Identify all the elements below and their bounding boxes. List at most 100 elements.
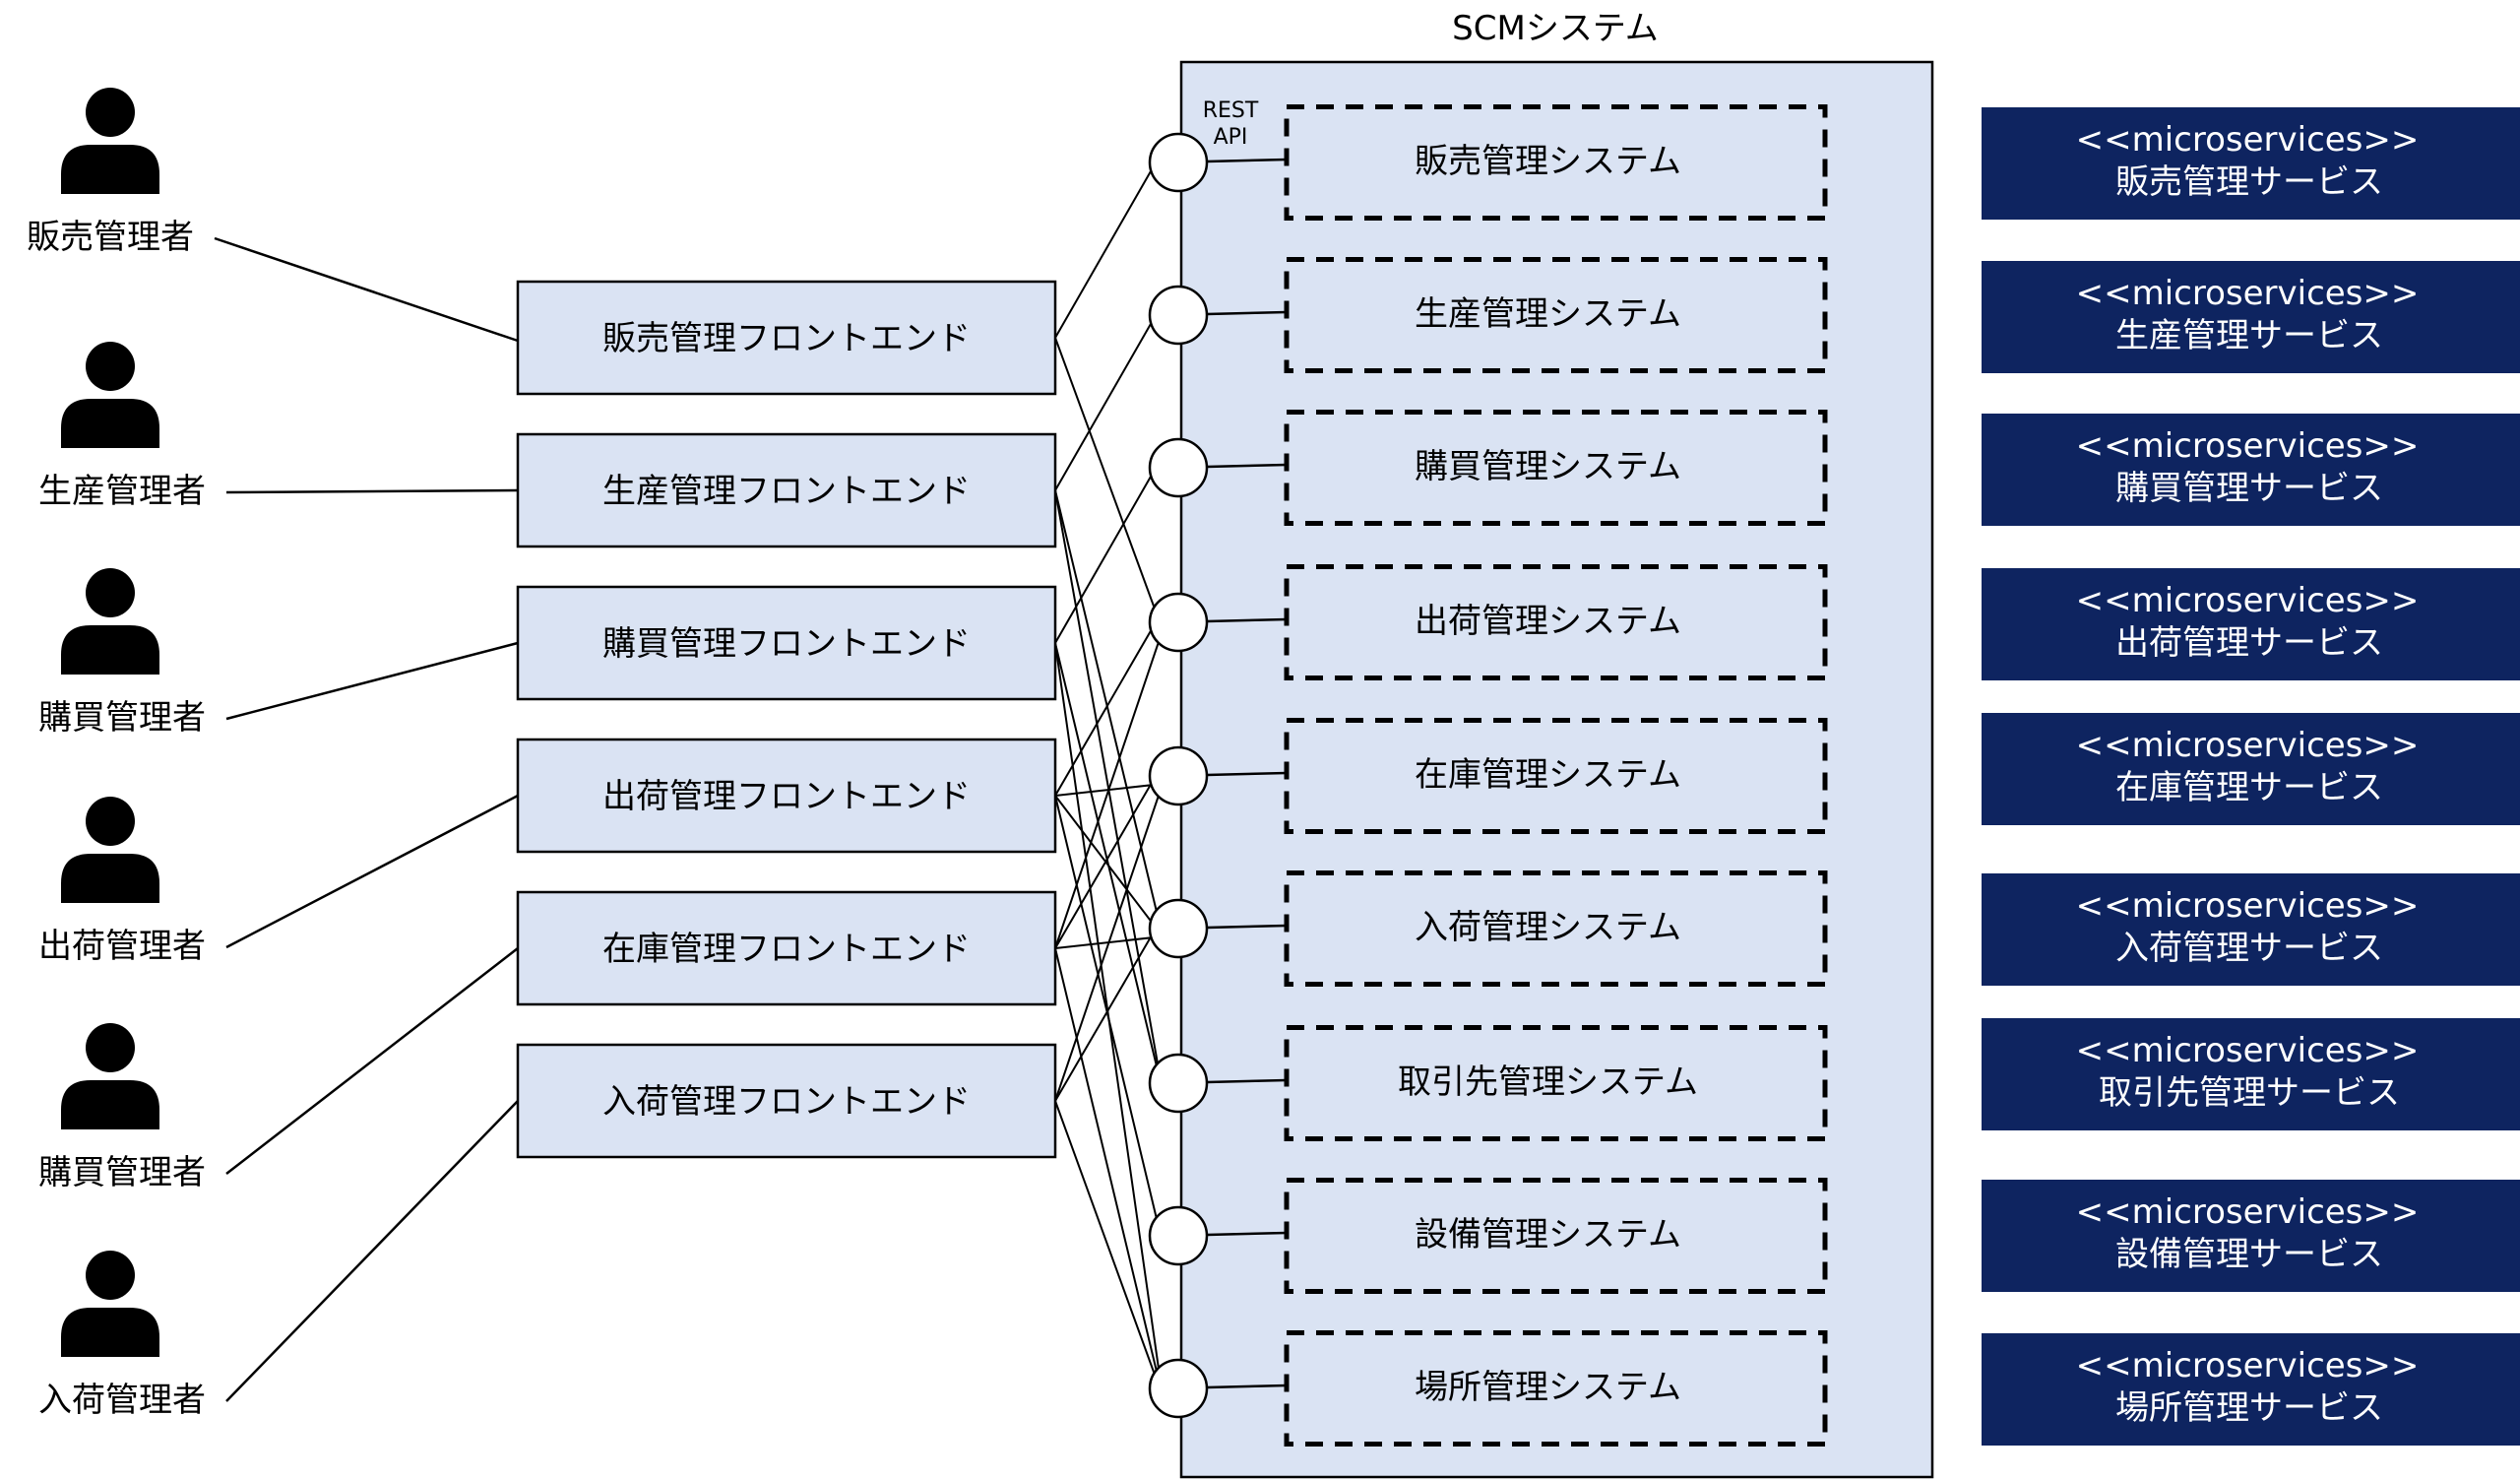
frontend-api-line (1054, 795, 1164, 937)
person-body-icon (61, 145, 159, 194)
service-stereotype: <<microservices>> (2076, 1031, 2420, 1070)
actor-frontend-line (214, 236, 519, 343)
subsystem-label: 生産管理システム (1415, 294, 1681, 334)
frontend-api-line (1054, 629, 1164, 949)
frontend-box (516, 280, 1057, 396)
api-interface-0 (1148, 132, 1288, 193)
service-5: <<microservices>>入荷管理サービス (1982, 873, 2520, 986)
subsystem-label: 場所管理システム (1415, 1368, 1681, 1407)
subsystem-box (1284, 564, 1828, 680)
api-interface-6 (1148, 1053, 1288, 1114)
subsystem-3: 出荷管理システム (1284, 564, 1828, 680)
api-interface-icon (1148, 437, 1209, 498)
person-head-icon (86, 1251, 135, 1300)
service-6: <<microservices>>取引先管理サービス (1982, 1018, 2520, 1130)
frontend-label: 出荷管理フロントエンド (602, 777, 971, 816)
frontend-api-line (1054, 916, 1164, 1102)
subsystem-label: 販売管理システム (1415, 142, 1681, 181)
api-interface-2 (1148, 437, 1288, 498)
subsystem-5: 入荷管理システム (1284, 870, 1828, 987)
api-interfaces (1148, 132, 1288, 1419)
service-box (1982, 1018, 2520, 1130)
frontends: 販売管理フロントエンド生産管理フロントエンド購買管理フロントエンド出荷管理フロン… (516, 280, 1057, 1159)
actor-5: 入荷管理者 (38, 1251, 206, 1420)
subsystem-0: 販売管理システム (1284, 104, 1828, 221)
actor-label: 出荷管理者 (38, 927, 206, 966)
person-body-icon (61, 1308, 159, 1357)
service-name: 設備管理サービス (2115, 1235, 2383, 1274)
subsystem-4: 在庫管理システム (1284, 718, 1828, 834)
frontend-api-line (1054, 763, 1164, 949)
api-interface-1 (1148, 285, 1288, 346)
service-box (1982, 107, 2520, 220)
person-head-icon (86, 342, 135, 391)
person-head-icon (86, 1023, 135, 1072)
subsystem-box (1284, 718, 1828, 834)
person-body-icon (61, 625, 159, 675)
person-body-icon (61, 854, 159, 903)
service-box (1982, 1333, 2520, 1446)
frontend-api-line (1054, 783, 1164, 1102)
actor-label: 購買管理者 (38, 698, 206, 738)
api-connector-line (1206, 1383, 1288, 1389)
actor-frontend-line (225, 794, 519, 949)
frontend-api-line (1054, 302, 1164, 491)
subsystem-2: 購買管理システム (1284, 410, 1828, 526)
api-connector-line (1206, 771, 1288, 777)
frontend-4: 在庫管理フロントエンド (516, 890, 1057, 1006)
api-connector-line (1206, 924, 1288, 930)
service-box (1982, 261, 2520, 373)
service-3: <<microservices>>出荷管理サービス (1982, 568, 2520, 680)
subsystem-7: 設備管理システム (1284, 1178, 1828, 1294)
actor-3: 出荷管理者 (38, 797, 206, 966)
api-connector-line (1206, 463, 1288, 469)
subsystems: 販売管理システム生産管理システム購買管理システム出荷管理システム在庫管理システム… (1284, 104, 1828, 1447)
subsystem-label: 入荷管理システム (1415, 908, 1681, 947)
api-interface-icon (1148, 285, 1209, 346)
api-interface-7 (1148, 1205, 1288, 1266)
frontend-api-line (1054, 947, 1164, 1397)
rest-api-label-line1: REST (1203, 98, 1259, 123)
frontend-api-line (1054, 610, 1164, 797)
service-name: 在庫管理サービス (2115, 768, 2383, 807)
connection-lines (214, 150, 1164, 1402)
actor-2: 購買管理者 (38, 568, 206, 738)
subsystem-8: 場所管理システム (1284, 1330, 1828, 1447)
subsystem-box (1284, 1330, 1828, 1447)
service-name: 販売管理サービス (2115, 162, 2383, 202)
actor-label: 購買管理者 (38, 1153, 206, 1192)
subsystem-label: 在庫管理システム (1415, 755, 1681, 795)
service-stereotype: <<microservices>> (2076, 886, 2420, 926)
person-head-icon (86, 568, 135, 617)
service-box (1982, 713, 2520, 825)
frontend-box (516, 890, 1057, 1006)
service-name: 購買管理サービス (2115, 469, 2383, 508)
actor-label: 販売管理者 (27, 218, 194, 257)
api-connector-line (1206, 1231, 1288, 1237)
frontend-api-line (1054, 455, 1164, 644)
service-stereotype: <<microservices>> (2076, 1192, 2420, 1232)
frontend-0: 販売管理フロントエンド (516, 280, 1057, 396)
actor-4: 購買管理者 (38, 1023, 206, 1192)
api-interface-4 (1148, 745, 1288, 806)
actor-frontend-line (225, 488, 519, 494)
actor-frontend-line (225, 1100, 519, 1402)
service-name: 出荷管理サービス (2115, 623, 2383, 663)
api-interface-icon (1148, 745, 1209, 806)
api-interface-icon (1148, 1053, 1209, 1114)
service-name: 生産管理サービス (2115, 316, 2383, 355)
frontend-label: 在庫管理フロントエンド (602, 930, 971, 969)
service-0: <<microservices>>販売管理サービス (1982, 107, 2520, 220)
actor-label: 入荷管理者 (38, 1381, 206, 1420)
api-connector-line (1206, 310, 1288, 316)
frontend-3: 出荷管理フロントエンド (516, 738, 1057, 854)
subsystem-box (1284, 1025, 1828, 1141)
actor-frontend-line (225, 641, 519, 721)
api-interface-8 (1148, 1358, 1288, 1419)
service-stereotype: <<microservices>> (2076, 120, 2420, 160)
service-stereotype: <<microservices>> (2076, 274, 2420, 313)
service-stereotype: <<microservices>> (2076, 1346, 2420, 1385)
frontend-api-line (1054, 489, 1164, 937)
